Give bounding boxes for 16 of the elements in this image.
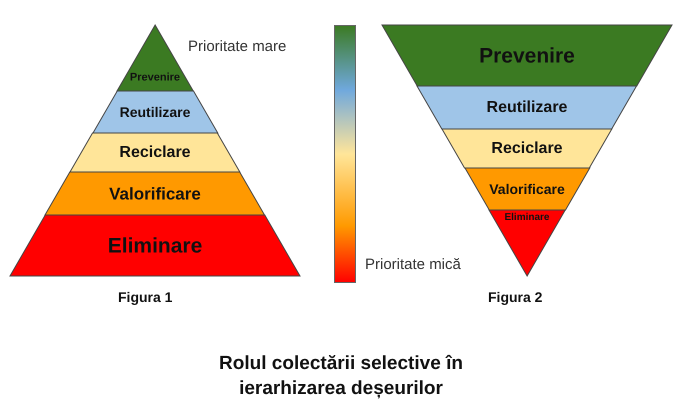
level-label: Eliminare <box>504 212 550 223</box>
figure-label: Figura 2 <box>488 290 542 306</box>
level-label: Valorificare <box>109 185 201 202</box>
figure-label: Figura 1 <box>118 290 172 306</box>
level-label: Reutilizare <box>486 100 568 116</box>
priority-label: Prioritate mică <box>365 257 461 274</box>
priority-gradient-bar <box>334 25 356 283</box>
priority-label: Prioritate mare <box>188 39 286 56</box>
level-label: Valorificare <box>489 182 565 196</box>
level-label: Prevenire <box>130 72 180 84</box>
caption: Rolul colectării selective în ierarhizarea deșeurilor <box>218 352 464 401</box>
level-label: Reciclare <box>119 144 191 160</box>
level-label: Prevenire <box>479 45 575 66</box>
level-label: Reutilizare <box>120 105 190 119</box>
level-label: Eliminare <box>108 235 202 256</box>
level-label: Reciclare <box>491 140 563 156</box>
